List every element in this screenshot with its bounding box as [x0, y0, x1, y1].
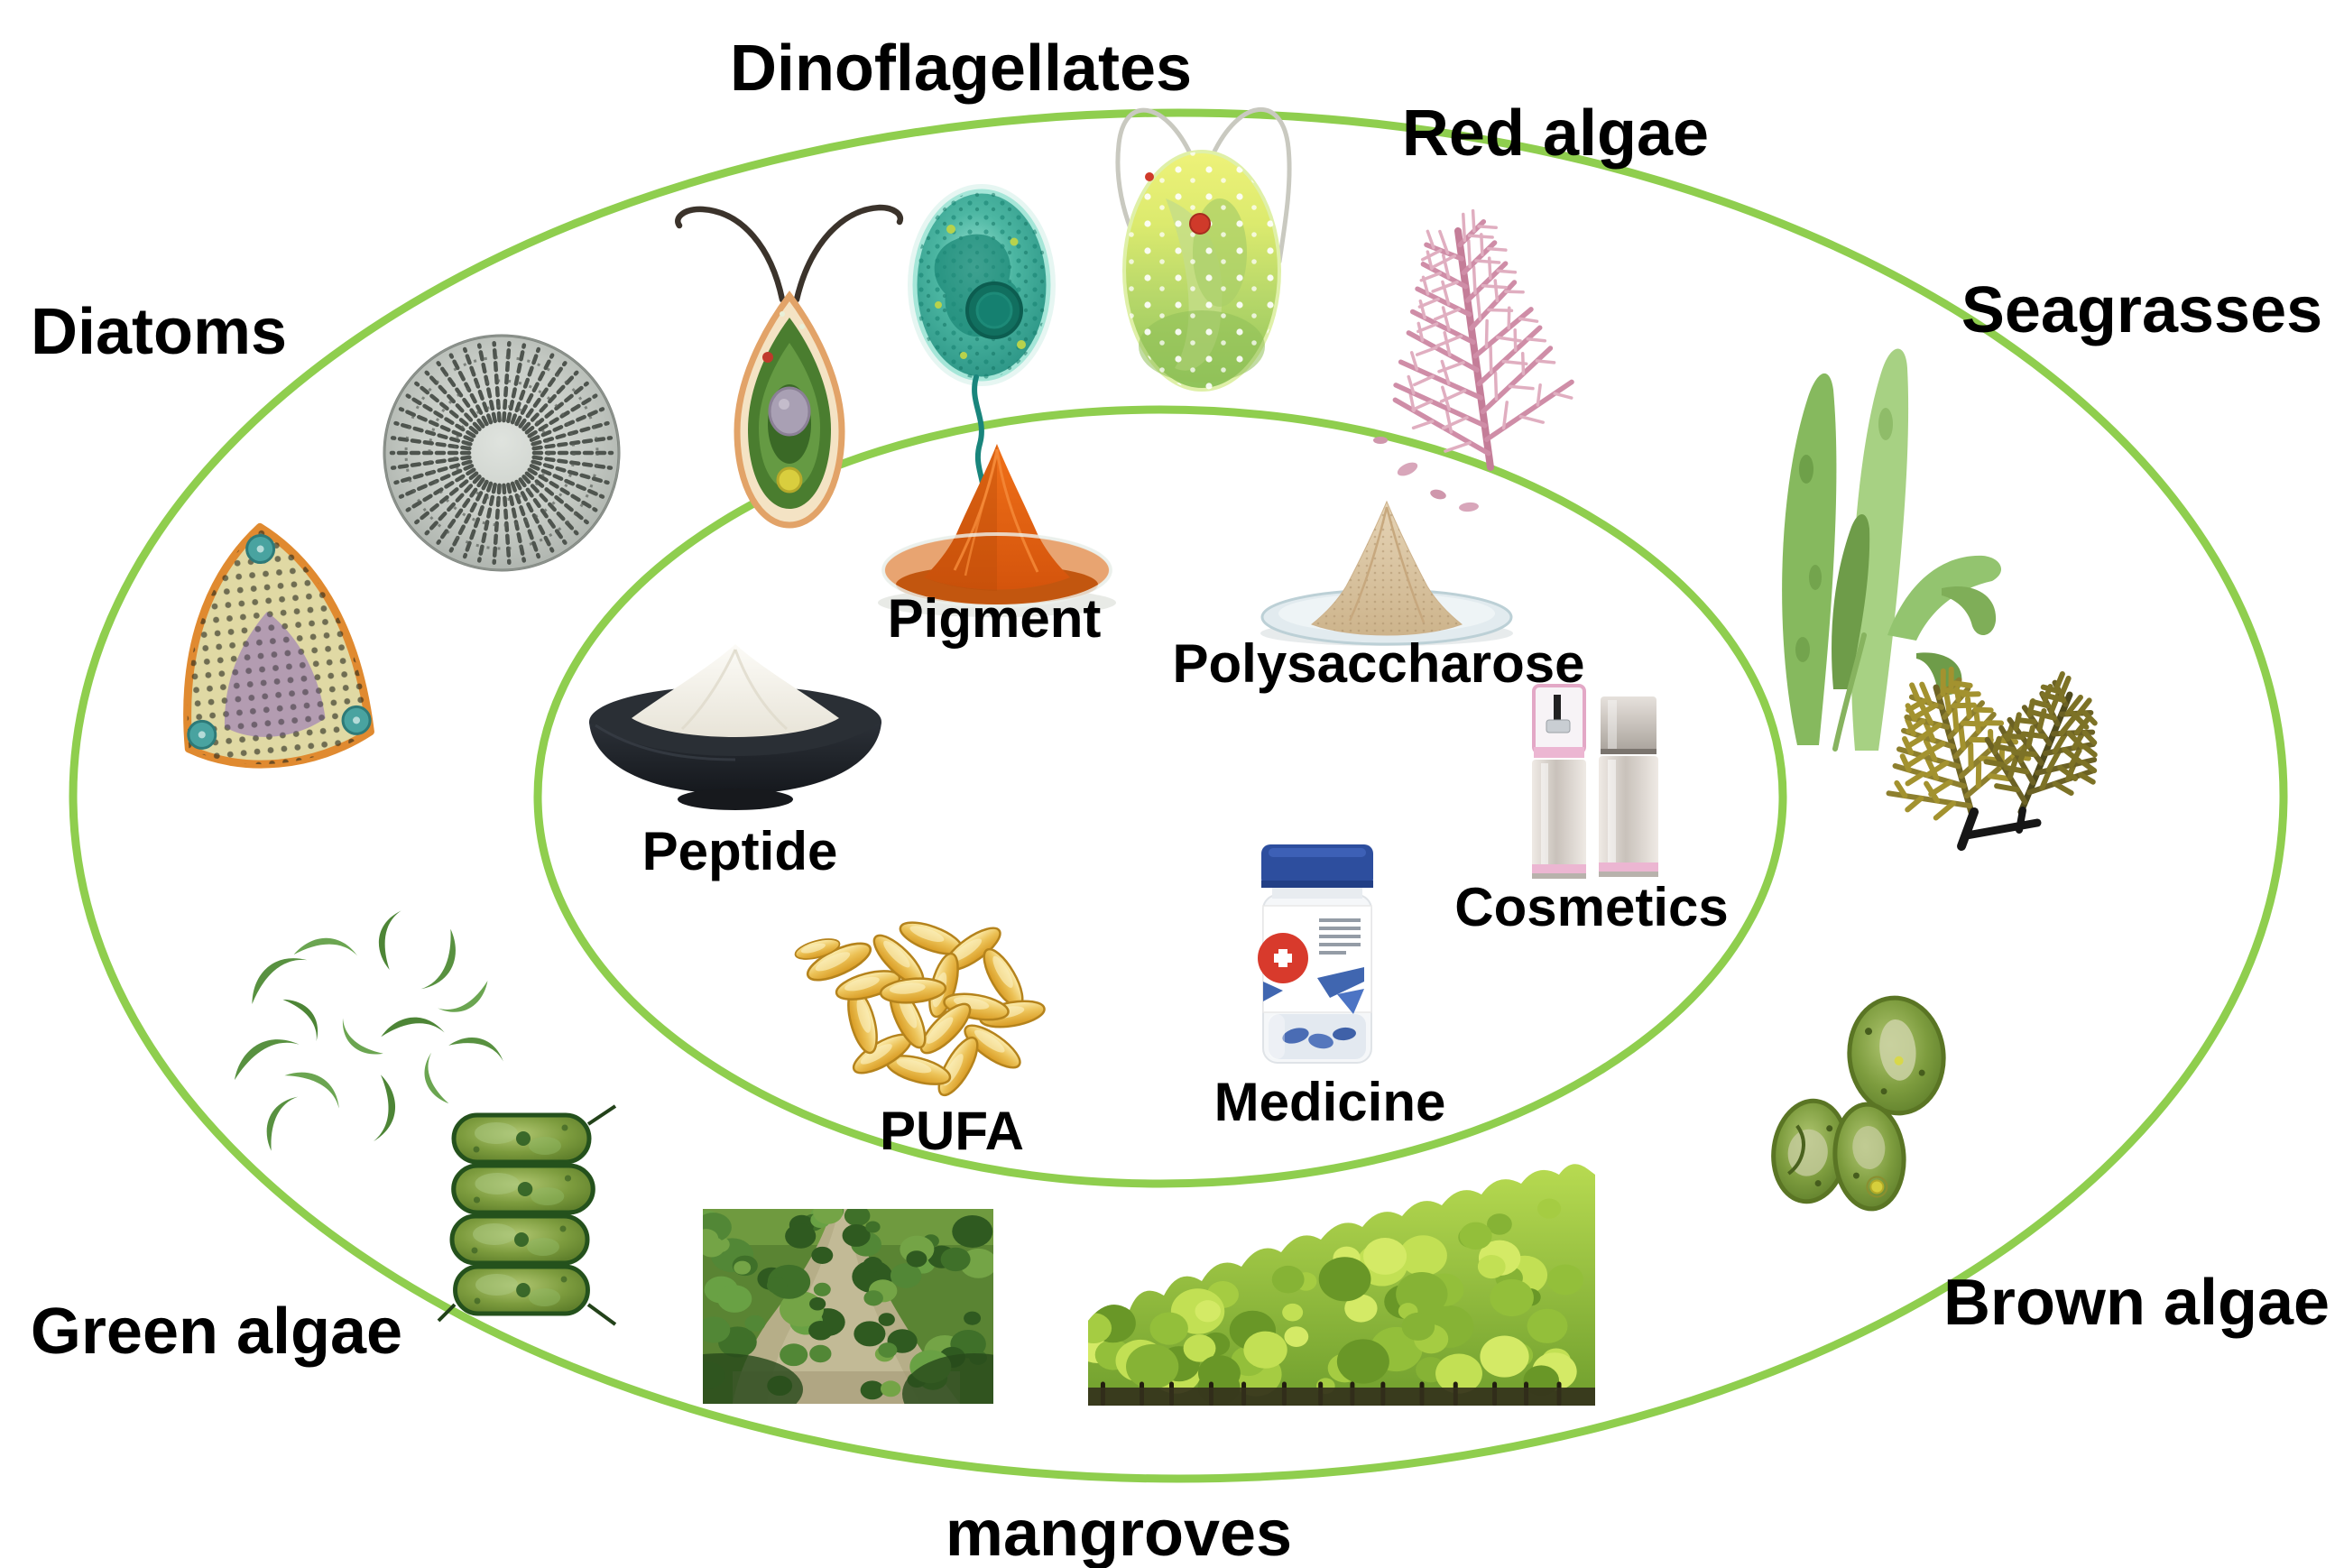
label-polysaccharose: Polysaccharose	[1173, 633, 1585, 694]
label-peptide: Peptide	[642, 821, 838, 881]
seagrass-illustration	[1782, 348, 2002, 752]
outer-ring-ellipse	[69, 108, 2288, 1483]
mangrove-forest-photo	[1088, 1164, 1595, 1406]
label-pigment: Pigment	[888, 588, 1102, 649]
diatom-triangle-illustration	[183, 522, 374, 769]
label-seagrasses: Seagrasses	[1961, 274, 2322, 346]
label-diatoms: Diatoms	[31, 296, 287, 368]
label-pufa: PUFA	[880, 1101, 1024, 1161]
dinoflagellate-2-illustration	[908, 184, 1056, 508]
pigment-illustration	[878, 444, 1116, 617]
brown-algae-frond-illustration	[1886, 666, 2098, 851]
label-green-algae: Green algae	[31, 1296, 402, 1368]
label-mangroves: mangroves	[946, 1498, 1292, 1568]
mangrove-river-photo	[703, 1209, 993, 1404]
red-algae-illustration	[1373, 208, 1574, 512]
inner-ring-ellipse	[533, 405, 1787, 1188]
medicine-illustration	[1258, 844, 1373, 1064]
label-cosmetics: Cosmetics	[1454, 877, 1728, 937]
label-brown-algae: Brown algae	[1943, 1267, 2330, 1339]
green-algae-crescents-illustration	[231, 907, 507, 1151]
label-dinoflagellates: Dinoflagellates	[730, 32, 1192, 105]
dinoflagellate-3-illustration	[1115, 107, 1292, 392]
green-algae-filament-illustration	[437, 1104, 617, 1326]
diatom-disc-illustration	[383, 334, 621, 572]
label-red-algae: Red algae	[1402, 97, 1709, 170]
pufa-illustration	[792, 915, 1047, 1102]
label-medicine: Medicine	[1214, 1072, 1446, 1132]
brown-algae-cells-illustration	[1771, 995, 1946, 1212]
dinoflagellate-1-illustration	[675, 204, 904, 529]
peptide-illustration	[589, 644, 881, 810]
polysaccharose-illustration	[1260, 500, 1513, 646]
cosmetics-illustration	[1532, 684, 1658, 879]
